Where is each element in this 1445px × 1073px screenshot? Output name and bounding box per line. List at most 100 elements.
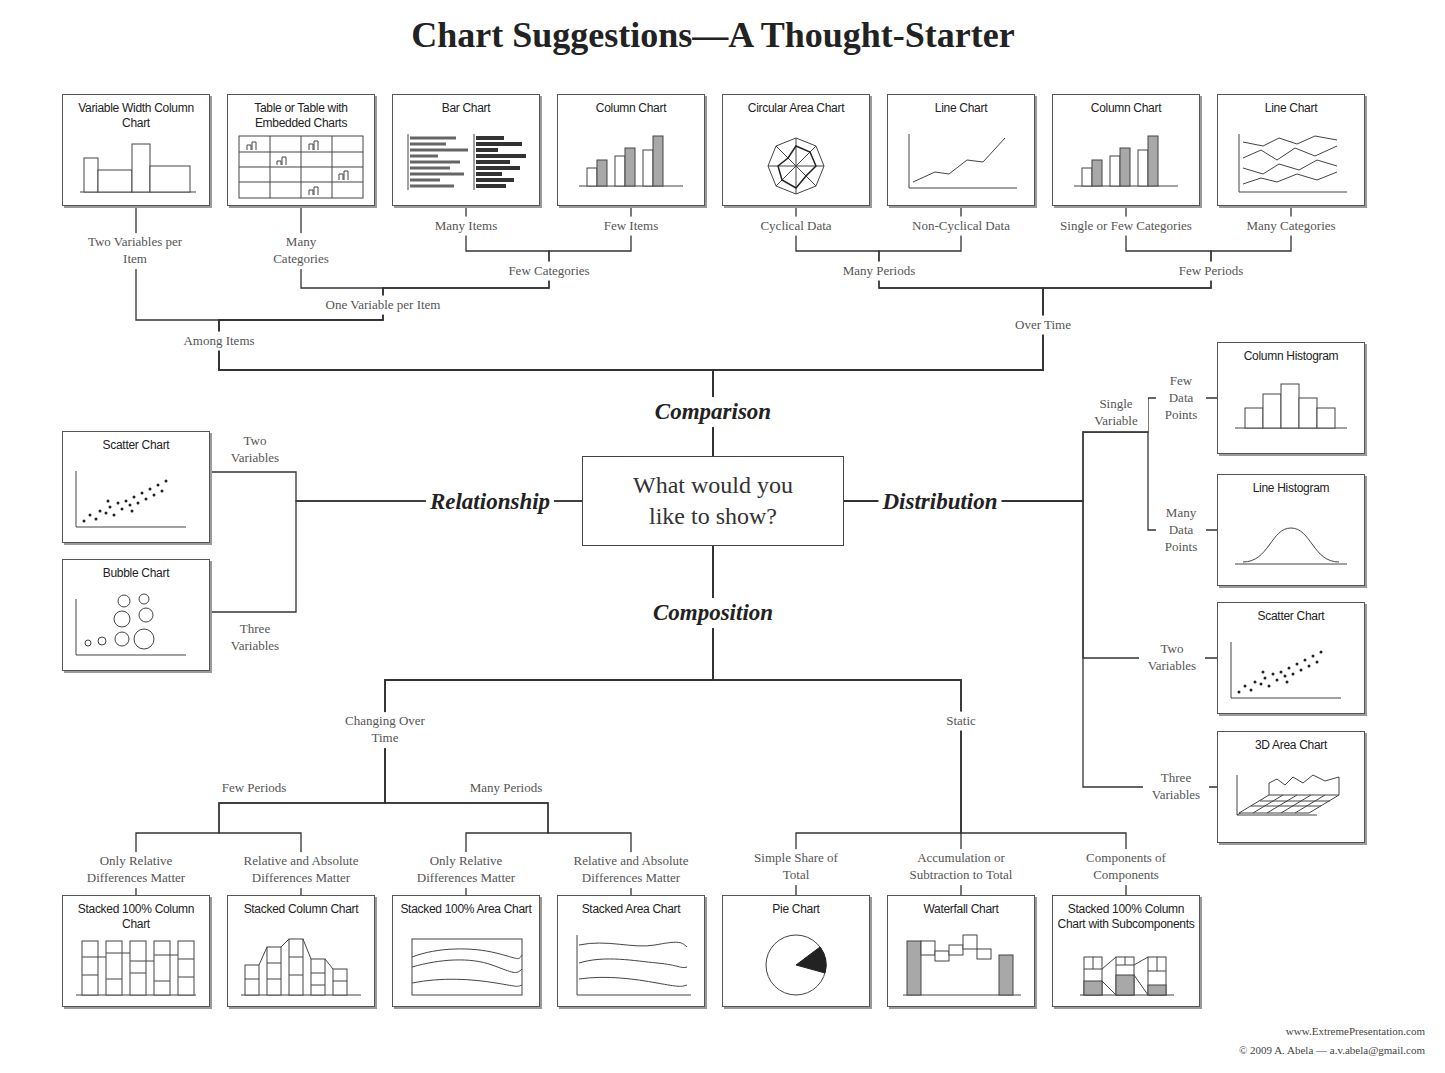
area-3d-icon bbox=[1239, 795, 1339, 813]
area-3d-icon bbox=[1251, 795, 1330, 813]
stacked-subcomponent-icon bbox=[1084, 957, 1166, 995]
tree-connector bbox=[219, 546, 713, 895]
table-icon bbox=[247, 141, 348, 195]
waterfall-icon bbox=[963, 935, 977, 949]
scatter-chart-icon bbox=[1231, 642, 1341, 698]
bar-chart-icon bbox=[408, 134, 474, 190]
scatter-chart-icon bbox=[76, 471, 186, 527]
line-histogram-icon bbox=[1243, 528, 1339, 562]
chart-name: Waterfall Chart bbox=[888, 896, 1034, 917]
bubble-chart-icon bbox=[76, 594, 186, 655]
chart-box: Line Chart bbox=[1217, 94, 1365, 206]
chart-name: Bar Chart bbox=[393, 95, 539, 116]
variable-width-icon bbox=[132, 144, 150, 192]
stacked-100-column-icon bbox=[154, 941, 170, 995]
category-label: Comparison bbox=[651, 397, 775, 427]
area-3d-icon bbox=[1269, 775, 1339, 795]
stacked-area-icon bbox=[579, 942, 687, 947]
column-chart-icon bbox=[1074, 136, 1178, 186]
chart-box: Line Histogram bbox=[1217, 474, 1365, 586]
variable-width-icon bbox=[98, 170, 132, 192]
category-label: Relationship bbox=[426, 487, 554, 517]
branch-label: Many Data Points bbox=[1156, 504, 1206, 557]
branch-label: Three Variables bbox=[218, 620, 292, 656]
multi-line-chart-icon bbox=[1239, 134, 1347, 192]
stacked-100-column-icon bbox=[82, 941, 98, 995]
line-chart-icon bbox=[913, 138, 1005, 182]
waterfall-icon bbox=[935, 951, 949, 961]
chart-name: Stacked 100% Column Chart with Subcompon… bbox=[1053, 896, 1199, 932]
stacked-100-column-icon bbox=[178, 941, 194, 995]
column-histogram-icon bbox=[1263, 394, 1281, 428]
branch-label: Few Periods bbox=[220, 779, 289, 798]
tree-connector bbox=[713, 206, 1291, 456]
branch-label: Many Periods bbox=[841, 262, 918, 281]
chart-title: Chart Suggestions—A Thought-Starter bbox=[0, 14, 1426, 56]
branch-label: Few Items bbox=[602, 217, 661, 236]
multi-line-chart-icon bbox=[1243, 160, 1337, 174]
bubble-chart-icon bbox=[114, 611, 130, 627]
stacked-100-area-icon bbox=[412, 949, 522, 959]
stacked-column-icon bbox=[245, 939, 347, 985]
stacked-area-icon bbox=[577, 935, 691, 995]
waterfall-icon bbox=[949, 945, 963, 955]
chart-name: Variable Width Column Chart bbox=[63, 95, 209, 131]
chart-box: Waterfall Chart bbox=[887, 895, 1035, 1007]
waterfall-icon bbox=[999, 955, 1013, 995]
branch-label: Two Variables bbox=[218, 432, 292, 468]
stacked-column-icon bbox=[311, 959, 325, 995]
multi-line-chart-icon bbox=[1243, 136, 1337, 146]
stacked-100-area-icon bbox=[412, 939, 522, 995]
chart-box: Table or Table with Embedded Charts bbox=[227, 94, 375, 206]
pie-chart-icon bbox=[766, 935, 826, 995]
chart-name: Circular Area Chart bbox=[723, 95, 869, 116]
chart-name: 3D Area Chart bbox=[1218, 732, 1364, 753]
chart-name: Line Chart bbox=[888, 95, 1034, 116]
multi-line-chart-icon bbox=[1239, 134, 1347, 192]
chart-name: Stacked 100% Column Chart bbox=[63, 896, 209, 932]
stacked-column-icon bbox=[333, 969, 347, 995]
branch-label: Simple Share of Total bbox=[744, 849, 848, 885]
variable-width-icon bbox=[150, 166, 190, 192]
bubble-chart-icon bbox=[139, 608, 153, 622]
table-icon bbox=[239, 136, 363, 198]
variable-width-icon bbox=[84, 158, 98, 192]
line-histogram-icon bbox=[1235, 564, 1347, 565]
stacked-100-column-icon bbox=[82, 953, 194, 981]
column-histogram-icon bbox=[1281, 384, 1299, 428]
bubble-chart-icon bbox=[115, 632, 129, 646]
chart-name: Column Histogram bbox=[1218, 343, 1364, 364]
branch-label: Few Periods bbox=[1177, 262, 1246, 281]
radar-chart-icon bbox=[778, 146, 816, 188]
bar-chart-icon bbox=[408, 134, 526, 190]
tree-connector bbox=[844, 501, 1217, 787]
branch-label: Many Categories bbox=[259, 233, 343, 269]
branch-label: Many Items bbox=[433, 217, 499, 236]
bar-chart-icon bbox=[476, 138, 526, 186]
chart-box: Stacked 100% Column Chart with Subcompon… bbox=[1052, 895, 1200, 1007]
chart-name: Pie Chart bbox=[723, 896, 869, 917]
chart-box: Variable Width Column Chart bbox=[62, 94, 210, 206]
chart-box: Column Chart bbox=[1052, 94, 1200, 206]
tree-connector bbox=[136, 546, 713, 895]
branch-label: Changing Over Time bbox=[343, 712, 427, 748]
branch-label: Only Relative Differences Matter bbox=[402, 852, 530, 888]
branch-label: Components of Components bbox=[1068, 849, 1184, 885]
radar-chart-icon bbox=[768, 138, 824, 194]
chart-box: Stacked 100% Area Chart bbox=[392, 895, 540, 1007]
multi-line-chart-icon bbox=[1243, 172, 1337, 184]
branch-label: Many Categories bbox=[1244, 217, 1337, 236]
chart-name: Column Chart bbox=[558, 95, 704, 116]
chart-name: Line Chart bbox=[1218, 95, 1364, 116]
branch-label: Non-Cyclical Data bbox=[910, 217, 1012, 236]
branch-label: Single or Few Categories bbox=[1058, 217, 1194, 236]
pie-chart-icon bbox=[766, 935, 826, 995]
credit-line: © 2009 A. Abela — a.v.abela@gmail.com bbox=[1237, 1042, 1427, 1058]
chart-name: Table or Table with Embedded Charts bbox=[228, 95, 374, 131]
column-chart-icon bbox=[579, 136, 683, 186]
branch-label: Three Variables bbox=[1143, 769, 1209, 805]
chart-name: Scatter Chart bbox=[63, 432, 209, 453]
branch-label: Two Variables per Item bbox=[83, 233, 187, 269]
tree-connector bbox=[713, 206, 1211, 456]
stacked-subcomponent-icon bbox=[1080, 957, 1174, 995]
